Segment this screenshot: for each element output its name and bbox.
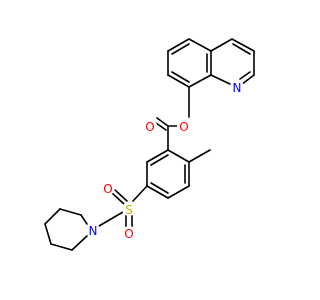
bond-benzene-6 bbox=[146, 149, 169, 163]
atom-label-sulfonyl-oxygen-lower: O bbox=[124, 227, 133, 241]
bond-methyl bbox=[188, 149, 211, 163]
bond-benzene-4-inner bbox=[150, 182, 169, 194]
bond-q-ring-n-2-inner bbox=[232, 43, 251, 55]
atom-piperidine-n: N bbox=[86, 223, 100, 238]
atom-label-sulfonyl-oxygen-upper: O bbox=[103, 182, 112, 196]
atom-quinoline-n: N bbox=[230, 80, 244, 95]
bond-pip-3 bbox=[44, 223, 52, 245]
molecule-structure: N O O S O O N bbox=[44, 38, 255, 251]
bond-s-n bbox=[98, 211, 124, 227]
bond-carbonyl-2 bbox=[155, 122, 167, 131]
bond-q-ring-c-5 bbox=[188, 74, 212, 88]
bond-pip-5 bbox=[59, 208, 82, 216]
bond-benzene-3 bbox=[167, 185, 190, 199]
bond-q-ring-n-2 bbox=[231, 38, 255, 52]
bond-ring-s bbox=[132, 185, 148, 202]
bond-q-ring-n-4-inner bbox=[239, 71, 251, 80]
atom-sulfonyl-oxygen-upper: O bbox=[101, 181, 115, 196]
atom-label-sulfonyl-sulfur: S bbox=[125, 203, 133, 217]
bond-q-ring-c-2 bbox=[167, 38, 190, 52]
atom-label-piperidine-n: N bbox=[89, 224, 98, 238]
bond-q-ring-n-4 bbox=[240, 74, 255, 86]
bond-benzene-6-inner bbox=[150, 154, 169, 166]
atom-label-quinoline-n: N bbox=[233, 81, 242, 95]
atom-label-carbonyl-oxygen: O bbox=[145, 120, 154, 134]
atom-sulfonyl-oxygen-lower: O bbox=[122, 226, 136, 241]
bond-pip-6 bbox=[80, 214, 88, 225]
bond-q-ring-c-6-inner bbox=[171, 71, 190, 83]
bond-lines bbox=[44, 38, 255, 251]
bond-pip-2 bbox=[50, 243, 73, 251]
bond-s-o-upper-2 bbox=[114, 189, 128, 202]
atom-label-ester-oxygen: O bbox=[179, 120, 188, 134]
bond-pip-1 bbox=[71, 235, 88, 251]
bond-benzene-4 bbox=[146, 185, 169, 199]
atom-ester-oxygen: O bbox=[177, 119, 191, 134]
bond-benzene-1 bbox=[167, 149, 190, 163]
bond-s-o-upper-1 bbox=[111, 192, 125, 205]
bond-q-ring-c-6 bbox=[167, 74, 190, 88]
atom-carbonyl-oxygen: O bbox=[143, 119, 157, 134]
bond-q-ring-n-1 bbox=[210, 38, 233, 52]
bond-carbonyl-1 bbox=[156, 117, 169, 127]
atom-sulfonyl-sulfur: S bbox=[122, 202, 136, 217]
bond-q-ring-c-3 bbox=[188, 38, 212, 52]
bond-pip-4 bbox=[44, 208, 61, 225]
bond-q-ring-n-5 bbox=[210, 74, 233, 86]
bond-q-ring-c-2-inner bbox=[171, 43, 190, 55]
